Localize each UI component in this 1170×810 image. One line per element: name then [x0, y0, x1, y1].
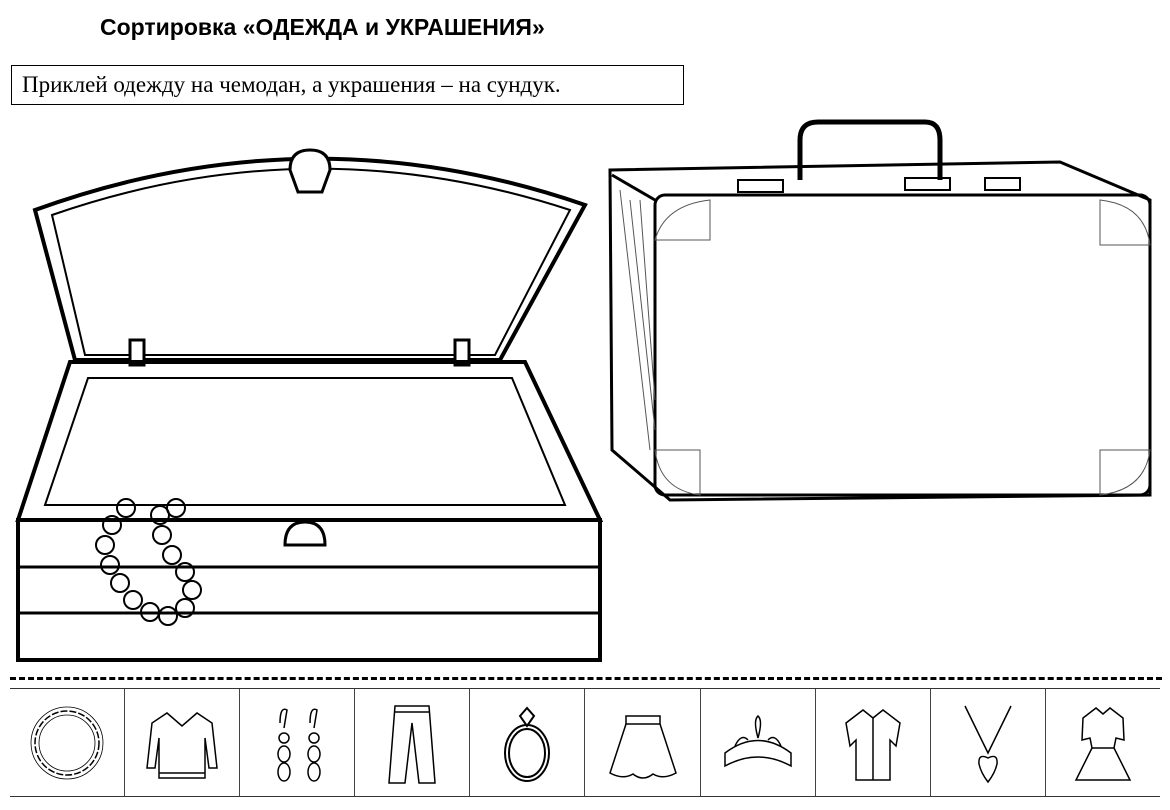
- card-earrings[interactable]: [239, 689, 354, 796]
- dress-icon: [1074, 706, 1132, 781]
- card-shirt[interactable]: [814, 689, 930, 796]
- skirt-icon: [608, 714, 677, 779]
- bead-necklace-icon: [30, 706, 104, 779]
- card-dress[interactable]: [1044, 689, 1160, 796]
- cutout-cards-row: [10, 688, 1160, 797]
- card-sweater[interactable]: [124, 689, 239, 796]
- trousers-icon: [388, 704, 437, 784]
- ring-icon: [504, 705, 551, 782]
- instruction-box: Приклей одежду на чемодан, а украшения –…: [11, 65, 684, 105]
- card-tiara[interactable]: [699, 689, 815, 796]
- shirt-icon: [844, 708, 901, 781]
- card-skirt[interactable]: [584, 689, 699, 796]
- card-bead-necklace[interactable]: [10, 689, 124, 796]
- pendant-necklace-icon: [964, 705, 1012, 783]
- treasure-chest[interactable]: [15, 148, 604, 662]
- suitcase[interactable]: [608, 119, 1152, 502]
- card-trousers[interactable]: [354, 689, 469, 796]
- pearl-necklace-icon: [95, 498, 202, 626]
- cut-line: [10, 677, 1162, 680]
- tiara-icon: [723, 714, 792, 767]
- earrings-icon: [277, 708, 321, 782]
- card-pendant-necklace[interactable]: [929, 689, 1045, 796]
- illustration: [15, 119, 1152, 662]
- page-title: Сортировка «ОДЕЖДА и УКРАШЕНИЯ»: [100, 14, 545, 40]
- sweater-icon: [146, 711, 218, 779]
- card-ring[interactable]: [469, 689, 584, 796]
